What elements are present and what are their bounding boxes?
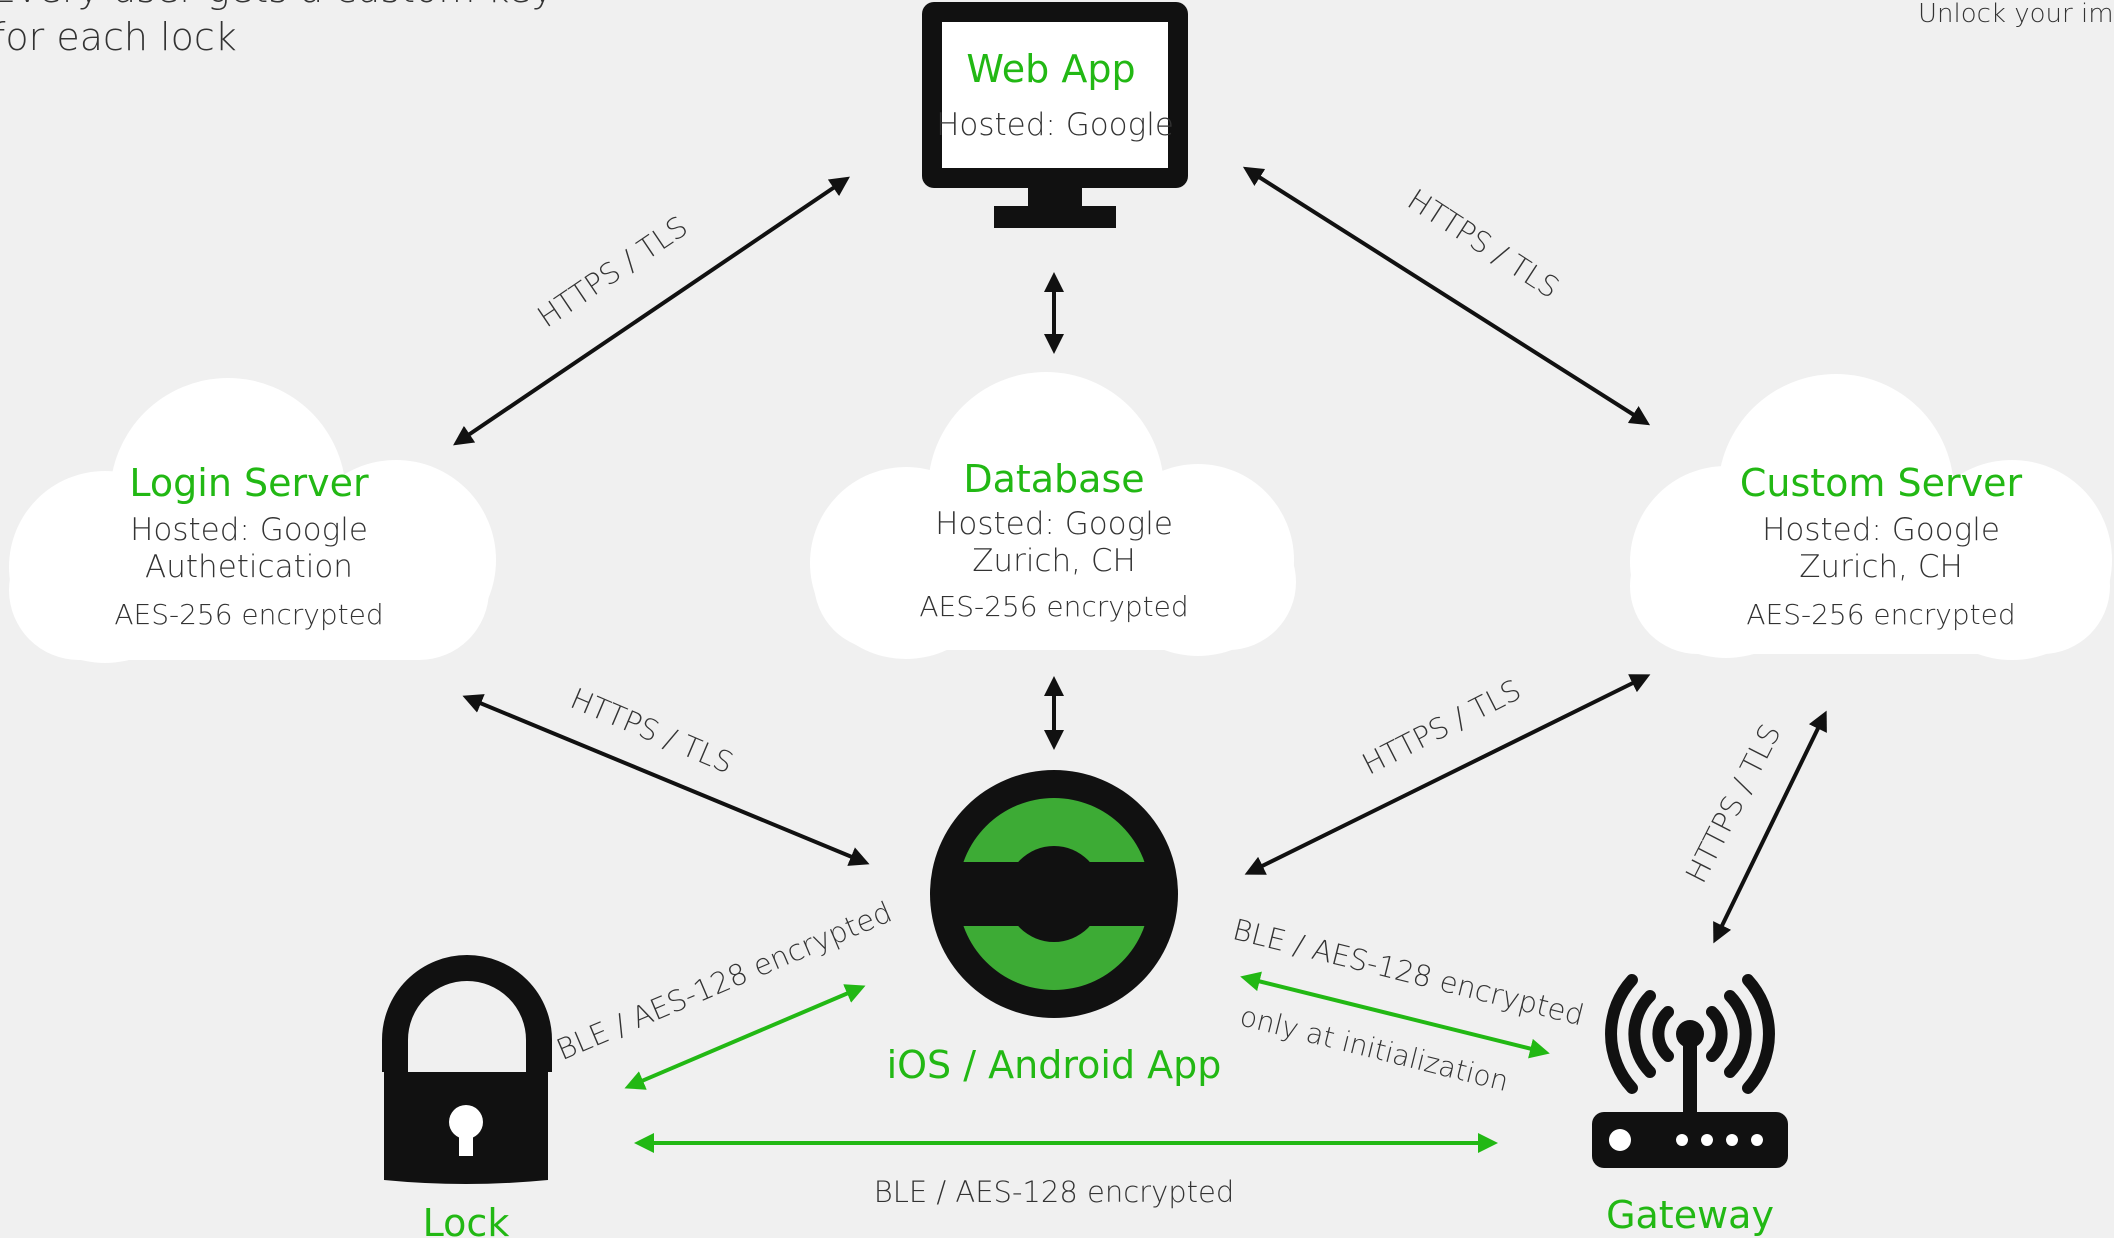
login-server-hosted: Hosted: Google	[130, 512, 368, 548]
node-lock: Lock	[382, 955, 552, 1238]
top-left-note-line1: Every user gets a custom key	[0, 0, 554, 11]
app-logo-icon	[930, 770, 1178, 1018]
padlock-icon	[382, 955, 552, 1184]
database-hosted: Hosted: Google	[935, 506, 1173, 542]
node-web-app: Web App Hosted: Google	[922, 2, 1188, 228]
top-right-note: Unlock your imagination	[1918, 0, 2114, 29]
node-login-server: Login Server Hosted: Google Autheticatio…	[9, 378, 496, 663]
database-title: Database	[963, 457, 1144, 501]
custom-server-location: Zurich, CH	[1799, 549, 1963, 585]
edge-label-login-app: HTTPS / TLS	[566, 681, 739, 780]
edge-label-lock-gateway: BLE / AES-128 encrypted	[874, 1175, 1235, 1209]
custom-server-title: Custom Server	[1740, 461, 2023, 505]
mobile-app-title: iOS / Android App	[887, 1043, 1222, 1087]
edge-label-lock-app: BLE / AES-128 encrypted	[552, 895, 897, 1067]
cloud-icon	[810, 372, 1296, 659]
custom-server-encryption: AES-256 encrypted	[1746, 598, 2015, 631]
custom-server-hosted: Hosted: Google	[1762, 512, 2000, 548]
node-gateway: Gateway	[1592, 974, 1788, 1237]
edge-label-app-gateway-note: only at initialization	[1237, 999, 1512, 1098]
lock-title: Lock	[423, 1201, 510, 1238]
edge-lock-app	[624, 984, 866, 1090]
top-left-note-line2: for each lock	[0, 15, 237, 59]
login-server-encryption: AES-256 encrypted	[114, 598, 383, 631]
edge-login-web	[453, 176, 850, 446]
edge-custom-gateway	[1713, 710, 1827, 944]
edge-app-gateway	[1240, 971, 1550, 1059]
login-server-auth: Authetication	[145, 549, 353, 585]
edge-label-custom-gateway: HTTPS / TLS	[1679, 719, 1788, 889]
monitor-icon	[922, 2, 1188, 228]
edge-label-web-custom: HTTPS / TLS	[1402, 182, 1566, 305]
web-app-title: Web App	[966, 47, 1135, 91]
cloud-icon	[1630, 374, 2112, 660]
edge-login-app	[462, 694, 870, 866]
edge-web-custom	[1242, 166, 1651, 426]
node-custom-server: Custom Server Hosted: Google Zurich, CH …	[1630, 374, 2112, 660]
gateway-title: Gateway	[1606, 1193, 1774, 1237]
login-server-title: Login Server	[129, 461, 369, 505]
node-mobile-app: iOS / Android App	[887, 770, 1222, 1087]
web-app-hosted: Hosted: Google	[936, 107, 1174, 143]
edge-app-custom	[1244, 674, 1651, 875]
router-icon	[1592, 974, 1788, 1168]
connectors	[453, 166, 1827, 1153]
database-location: Zurich, CH	[972, 543, 1136, 579]
edge-label-app-custom: HTTPS / TLS	[1357, 673, 1527, 782]
edge-label-login-web: HTTPS / TLS	[531, 209, 694, 334]
database-encryption: AES-256 encrypted	[919, 590, 1188, 623]
node-database: Database Hosted: Google Zurich, CH AES-2…	[810, 372, 1296, 659]
cloud-icon	[9, 378, 496, 663]
